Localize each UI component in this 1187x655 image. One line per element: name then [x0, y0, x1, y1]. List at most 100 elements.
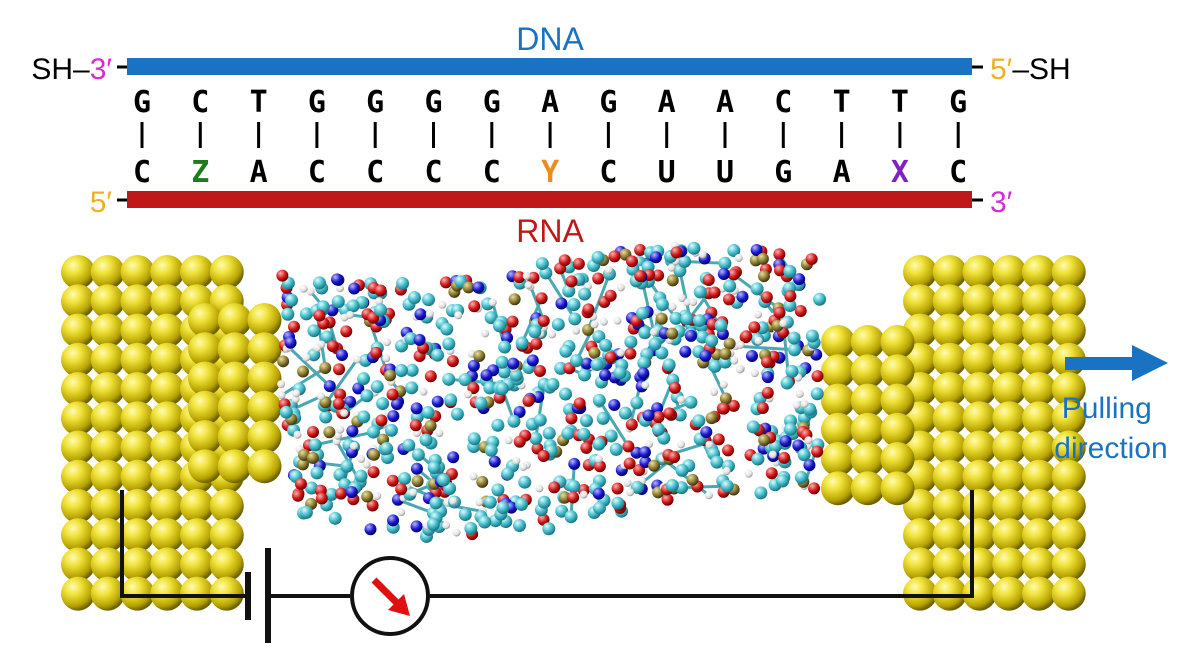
atom: [410, 402, 423, 415]
atom: [411, 448, 425, 462]
atom: [750, 369, 759, 378]
atom: [776, 474, 790, 488]
atom: [760, 291, 773, 304]
atom: [419, 387, 428, 396]
atom: [623, 478, 632, 487]
atom: [813, 292, 827, 306]
gold-atom: [217, 303, 252, 337]
dna-label: DNA: [516, 21, 584, 57]
gold-atom: [209, 488, 244, 523]
atom: [310, 466, 324, 480]
battery-icon: [245, 548, 271, 643]
gold-atom: [962, 401, 997, 436]
atom: [761, 356, 774, 369]
atom: [678, 254, 692, 268]
atom: [340, 325, 353, 338]
atom: [778, 451, 791, 464]
rna-left-prime: 5′: [90, 186, 113, 219]
dna-base: C: [191, 85, 209, 120]
atom: [440, 322, 454, 336]
atom: [331, 273, 344, 286]
atom: [299, 284, 308, 293]
atom: [386, 474, 399, 487]
atom: [515, 336, 529, 350]
atom: [568, 312, 582, 326]
atom: [592, 437, 606, 451]
gold-atom: [992, 488, 1027, 523]
gold-atom: [120, 342, 155, 377]
gold-atom: [1051, 576, 1086, 611]
atom: [458, 507, 472, 521]
atom: [483, 381, 497, 395]
atom: [450, 407, 464, 421]
atom: [768, 450, 777, 459]
atom: [454, 311, 463, 320]
atom: [779, 435, 792, 448]
rna-base: Y: [541, 155, 559, 190]
atom: [588, 346, 601, 359]
gold-atom: [61, 459, 95, 494]
atom: [368, 448, 381, 461]
atom: [481, 329, 490, 338]
atom: [702, 274, 715, 287]
atom: [419, 433, 433, 447]
gold-atom: [180, 488, 214, 523]
atom: [692, 314, 706, 328]
dna-base: G: [424, 85, 442, 120]
atom: [757, 270, 770, 283]
gold-atom: [247, 361, 282, 396]
atom: [783, 299, 797, 313]
gold-atom: [120, 576, 155, 611]
atom: [650, 251, 663, 264]
atom: [567, 479, 581, 493]
atom: [698, 250, 707, 259]
atom: [427, 461, 441, 475]
atom: [719, 392, 732, 405]
atom: [402, 438, 416, 452]
atom: [800, 399, 809, 408]
gold-atom: [932, 488, 967, 523]
atom: [559, 387, 573, 401]
gold-atom: [120, 547, 155, 582]
atom: [357, 410, 371, 424]
atom: [287, 320, 300, 333]
atom: [476, 475, 489, 488]
atom: [319, 361, 332, 374]
gold-atom: [61, 518, 95, 553]
atom: [630, 480, 644, 494]
atom: [467, 382, 480, 395]
atom: [722, 444, 735, 457]
gold-atom: [962, 459, 997, 494]
atom: [655, 312, 668, 325]
atom: [507, 414, 521, 428]
gold-atom: [150, 547, 185, 582]
atom: [394, 364, 408, 378]
atom: [604, 429, 618, 443]
rna-base: A: [250, 155, 268, 190]
atom: [380, 442, 394, 456]
atom: [542, 426, 556, 440]
gold-atom: [1051, 371, 1086, 406]
atom: [792, 401, 801, 410]
gold-atom: [188, 449, 222, 484]
atom: [488, 455, 501, 468]
atom: [308, 438, 322, 452]
atom: [599, 317, 608, 326]
atom: [592, 330, 606, 344]
atom: [513, 271, 526, 284]
gold-atom: [188, 361, 222, 396]
atom: [467, 359, 480, 372]
gold-atom: [821, 354, 855, 389]
gold-atom: [962, 371, 997, 406]
arrow-right-icon: [1065, 345, 1168, 381]
atom: [312, 276, 326, 290]
gold-atom: [61, 576, 95, 611]
gold-atom: [90, 342, 125, 377]
atom: [519, 462, 528, 471]
atom: [405, 381, 419, 395]
gold-atom: [992, 255, 1027, 289]
atom: [795, 389, 804, 398]
atom: [723, 337, 736, 350]
gold-atom: [962, 284, 997, 319]
